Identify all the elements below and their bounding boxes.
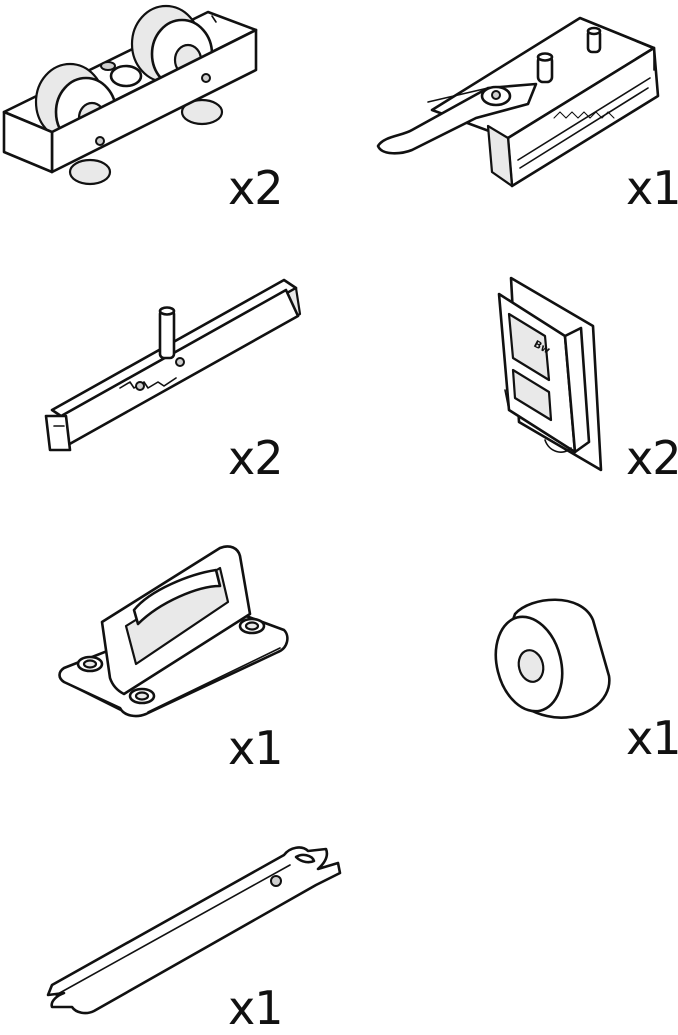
part-rubber-stopper: x1 xyxy=(485,590,678,765)
quantity-label: x1 xyxy=(626,161,678,215)
part-end-stop-bracket: Bw x2 xyxy=(485,270,678,485)
rubber-stopper-icon xyxy=(494,598,611,719)
quantity-label: x2 xyxy=(228,431,283,485)
floor-guide-icon xyxy=(58,545,289,718)
quantity-label: x1 xyxy=(626,711,678,765)
part-roller-carriage: x2 xyxy=(0,0,300,215)
roller-carriage-icon xyxy=(2,4,258,186)
quantity-label: x2 xyxy=(626,431,678,485)
part-floor-guide: x1 xyxy=(50,540,300,771)
wrench-icon xyxy=(46,846,342,1015)
quantity-label: x2 xyxy=(228,161,283,215)
part-wrench: x1 xyxy=(40,835,350,1031)
glass-clamp-rail-icon xyxy=(44,278,302,452)
soft-close-damper-icon xyxy=(376,16,660,188)
quantity-label: x1 xyxy=(228,981,283,1035)
end-stop-bracket-icon: Bw xyxy=(497,276,603,472)
quantity-label: x1 xyxy=(228,721,283,775)
part-glass-clamp-rail: x2 xyxy=(40,270,302,490)
part-soft-close-damper: x1 xyxy=(368,0,678,215)
